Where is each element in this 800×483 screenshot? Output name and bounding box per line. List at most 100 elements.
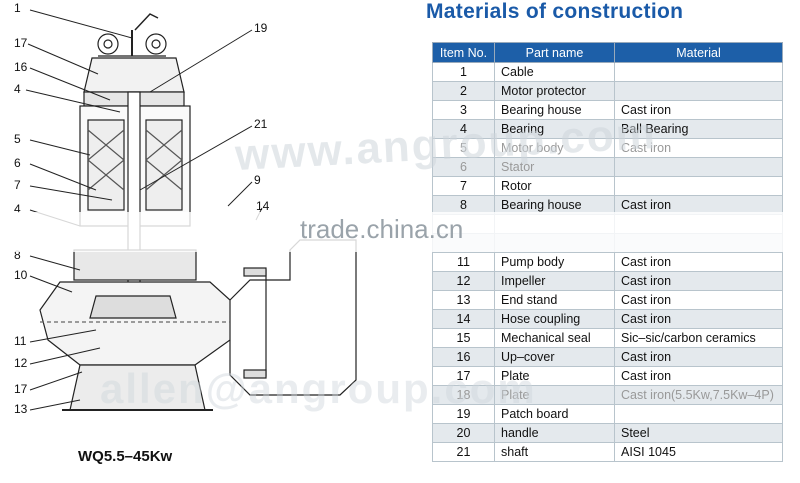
cell-material [614, 214, 783, 234]
cable-end [134, 13, 159, 31]
watermark-trade: trade.china.cn [300, 214, 464, 244]
cell-material [614, 62, 783, 82]
cell-material [614, 404, 783, 424]
callout-label: 10 [14, 268, 28, 282]
cell-part-name: Motor protector [494, 81, 615, 101]
callout-label: 5 [14, 132, 21, 146]
callout-label: 4 [14, 202, 21, 216]
callout-label: 6 [14, 156, 21, 170]
cell-material: Cast iron [614, 138, 783, 158]
cell-part-name: Plate [494, 385, 615, 405]
cell-part-name: Up–cover [494, 347, 615, 367]
callout-label: 12 [14, 356, 28, 370]
cell-material: Cast iron [614, 290, 783, 310]
table-row [432, 233, 783, 253]
cell-part-name: shaft [494, 442, 615, 462]
model-label: WQ5.5–45Kw [78, 448, 173, 465]
callout-label: 17 [14, 382, 28, 396]
bearing-house-lower [73, 249, 197, 281]
cell-material: AISI 1045 [614, 442, 783, 462]
callout-label: 9 [254, 173, 261, 187]
cell-item-no: 1 [432, 62, 495, 82]
cell-material [614, 157, 783, 177]
cell-material: Cast iron [614, 366, 783, 386]
cell-material [614, 81, 783, 101]
cell-part-name: End stand [494, 290, 615, 310]
callout-label: 11 [14, 334, 27, 348]
callout-label: 19 [254, 21, 268, 35]
cell-part-name: Bearing house [494, 100, 615, 120]
cell-material: Cast iron [614, 347, 783, 367]
cell-part-name: Motor body [494, 138, 615, 158]
header-material: Material [614, 42, 783, 63]
callout-label: 17 [14, 36, 28, 50]
cell-item-no: 14 [432, 309, 495, 329]
cell-part-name: Patch board [494, 404, 615, 424]
callout-label: 4 [14, 82, 21, 96]
cell-item-no: 19 [432, 404, 495, 424]
cell-item-no: 17 [432, 366, 495, 386]
cell-part-name: Mechanical seal [494, 328, 615, 348]
cell-part-name [494, 233, 615, 253]
callout-label: 1 [14, 1, 21, 15]
cell-material: Cast iron [614, 271, 783, 291]
cell-part-name [494, 214, 615, 234]
pump-cross-section-diagram: 1 17 16 4 5 6 7 4 8 10 11 12 17 13 19 21… [14, 1, 357, 416]
cell-item-no: 18 [432, 385, 495, 405]
end-stand [69, 364, 206, 411]
cell-item-no: 4 [432, 119, 495, 139]
cell-part-name: Cable [494, 62, 615, 82]
cell-item-no: 21 [432, 442, 495, 462]
table-header-row: Item No. Part name Material [432, 42, 783, 63]
cell-item-no: 8 [432, 195, 495, 215]
cell-item-no: 16 [432, 347, 495, 367]
callout-label: 8 [14, 248, 21, 262]
table-row [432, 214, 783, 234]
header-part-name: Part name [494, 42, 615, 63]
cell-material: Sic–sic/carbon ceramics [614, 328, 783, 348]
cell-item-no: 5 [432, 138, 495, 158]
cell-material: Ball Bearing [614, 119, 783, 139]
cell-item-no: 12 [432, 271, 495, 291]
cell-material: Cast iron [614, 309, 783, 329]
header-item-no: Item No. [432, 42, 495, 63]
cell-material: Cast iron [614, 100, 783, 120]
cell-part-name: Stator [494, 157, 615, 177]
cell-item-no: 15 [432, 328, 495, 348]
cell-item-no: 3 [432, 100, 495, 120]
cell-part-name: Plate [494, 366, 615, 386]
cell-material: Steel [614, 423, 783, 443]
cell-item-no: 13 [432, 290, 495, 310]
cell-material: Cast iron [614, 195, 783, 215]
cell-item-no: 6 [432, 157, 495, 177]
callout-label: 13 [14, 402, 28, 416]
hose-coupling [244, 269, 267, 377]
cell-material: Cast iron [614, 252, 783, 272]
callout-label: 7 [14, 178, 21, 192]
cell-part-name: Bearing [494, 119, 615, 139]
cell-part-name: handle [494, 423, 615, 443]
handle-ring-left [97, 33, 119, 55]
cell-item-no: 2 [432, 81, 495, 101]
up-cover [83, 57, 185, 93]
